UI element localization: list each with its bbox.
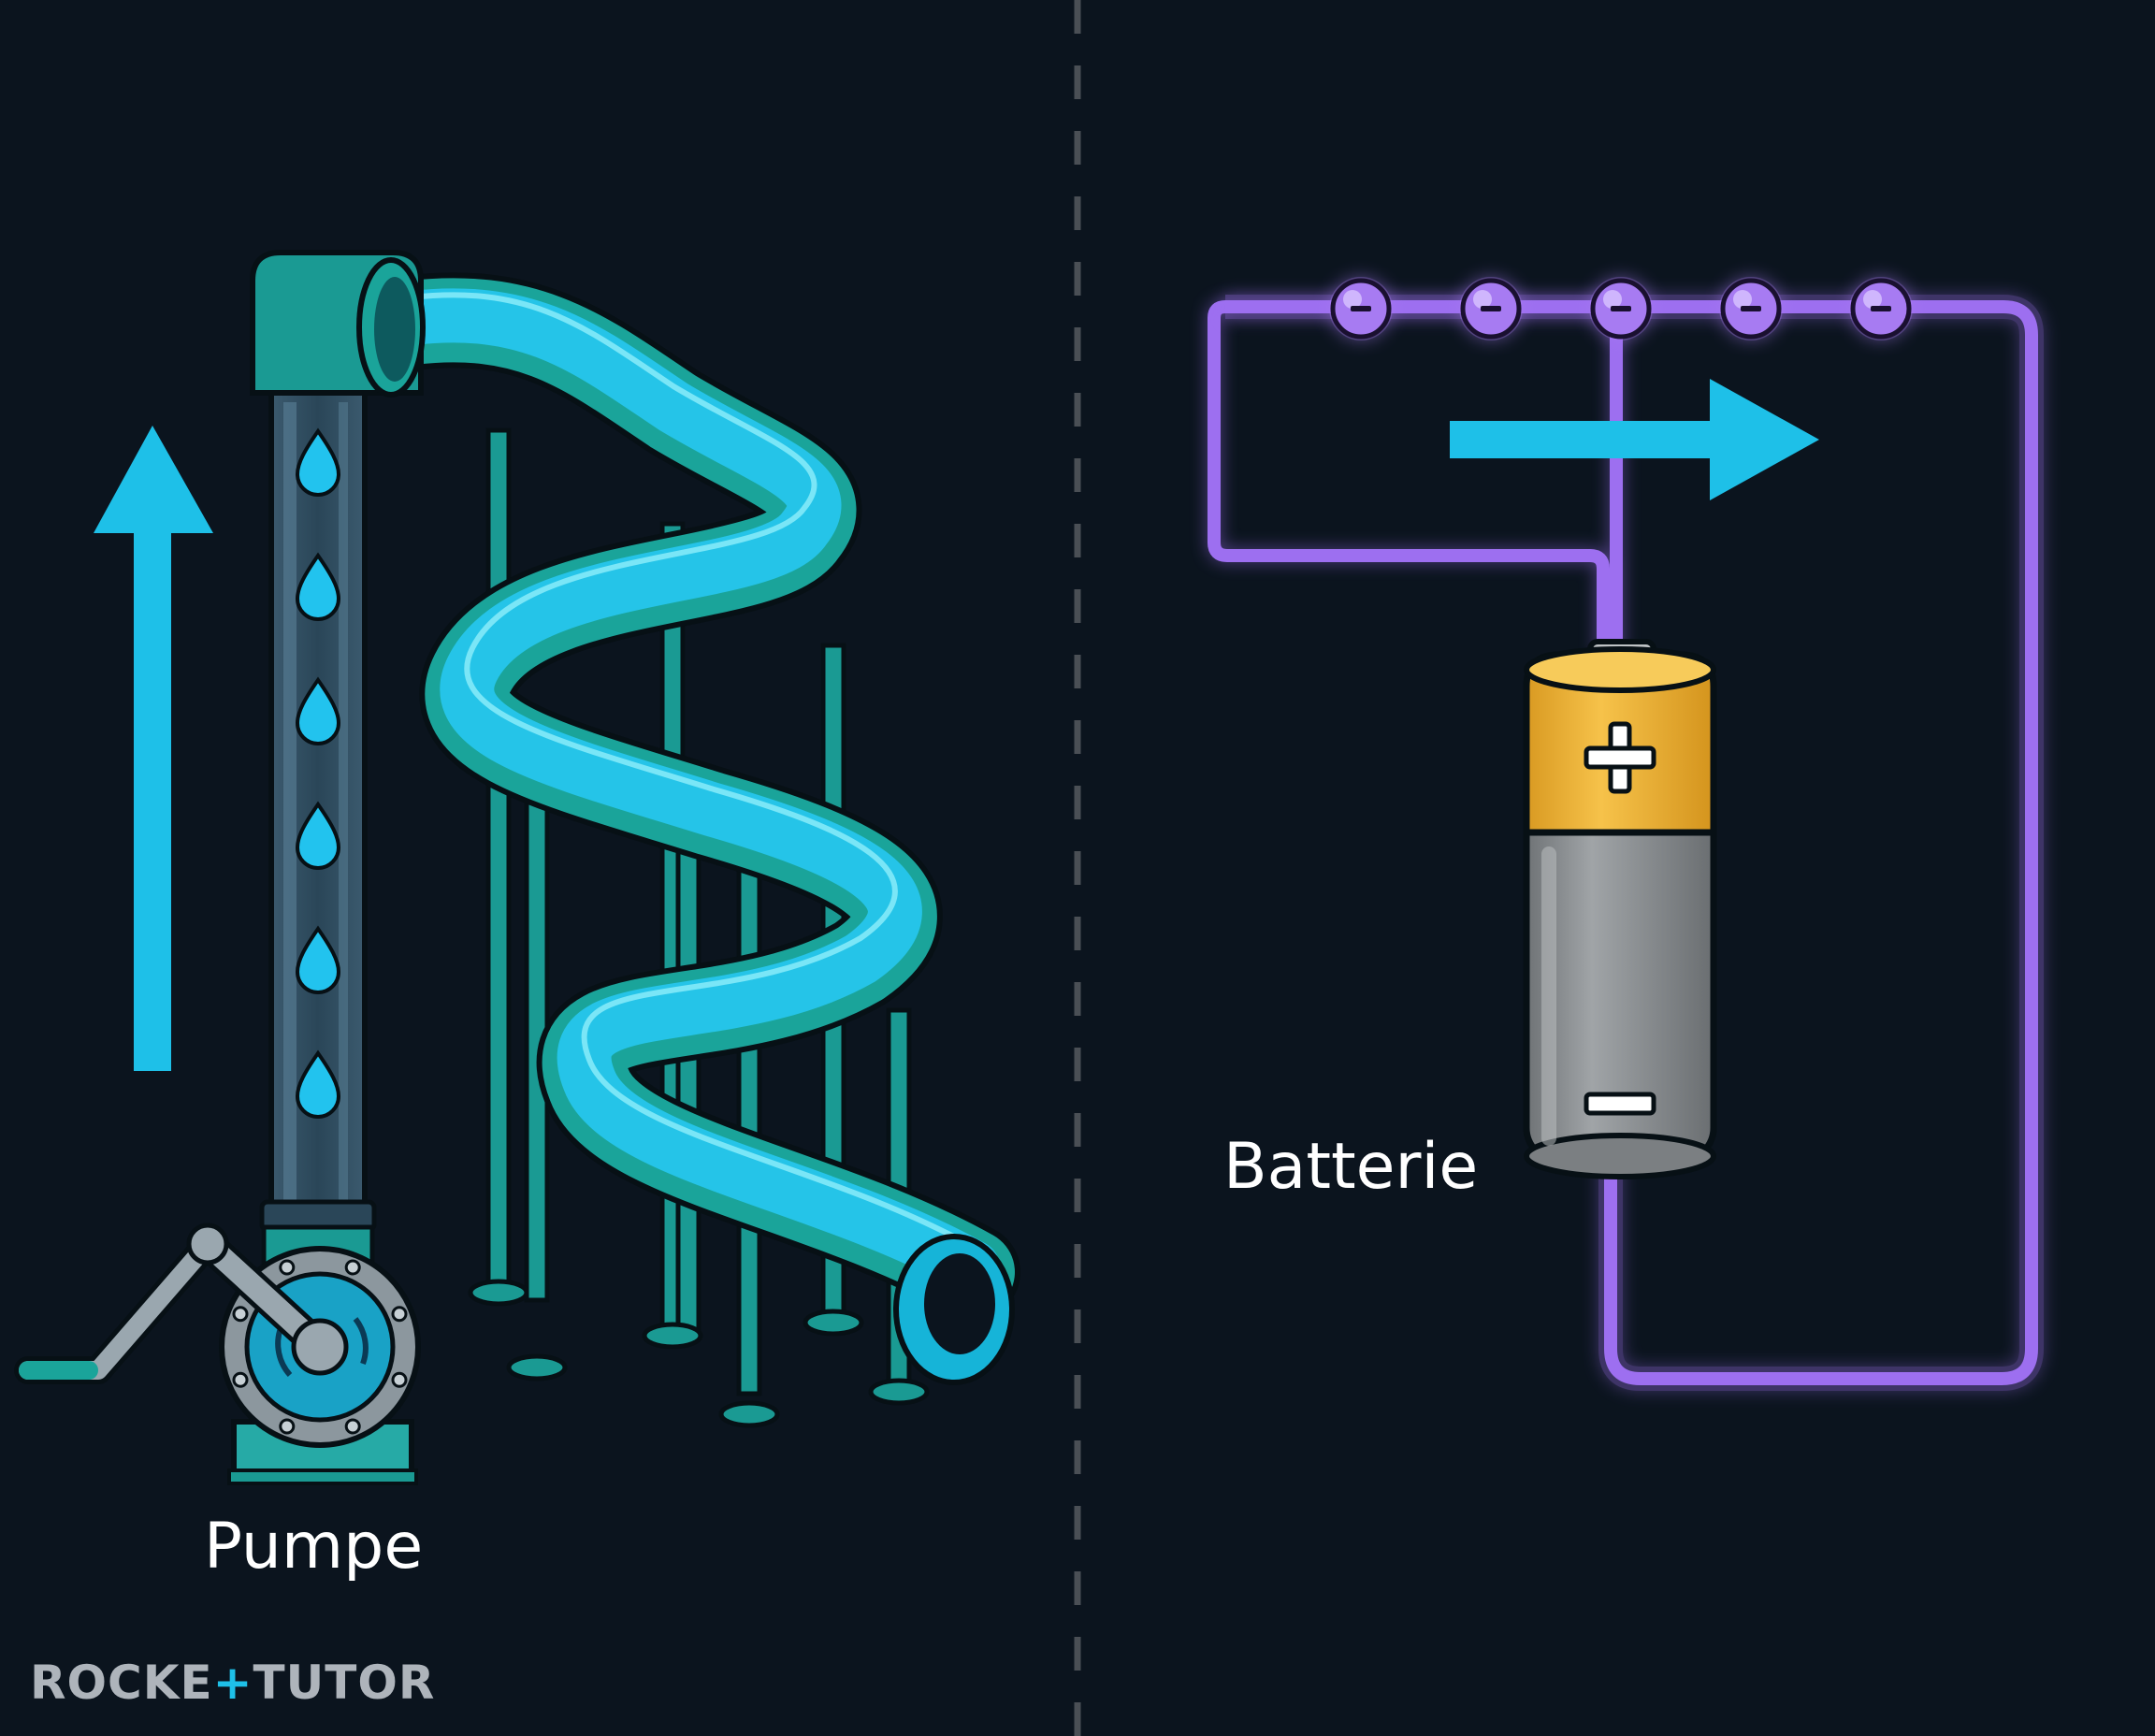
brand-logo: ROCKE+TUTOR — [30, 1656, 435, 1710]
bolt — [344, 1418, 361, 1435]
arrow-up-icon — [94, 426, 213, 1071]
bolt — [232, 1306, 249, 1323]
logo-accent: + — [212, 1656, 253, 1710]
electron-icon — [1459, 277, 1523, 340]
electron-icon — [1589, 277, 1653, 340]
slide-end — [893, 1234, 1015, 1385]
arrow-right-icon — [1450, 379, 1819, 500]
water-slide-icon — [364, 272, 1020, 1320]
bolt — [279, 1259, 296, 1276]
logo-part-2: TUTO — [253, 1656, 398, 1710]
bolt — [391, 1371, 408, 1388]
negative-terminal-icon — [1584, 1092, 1656, 1116]
bolt — [344, 1259, 361, 1276]
electron-icon — [1329, 277, 1393, 340]
bolt — [279, 1418, 296, 1435]
bolt — [391, 1306, 408, 1323]
logo-part-3: R — [398, 1656, 436, 1710]
vertical-pipe — [250, 250, 426, 1267]
battery-icon — [1523, 639, 1717, 1179]
battery-label: Batterie — [1223, 1130, 1479, 1204]
hand-pump-icon — [14, 1222, 421, 1485]
electrons — [1329, 277, 1913, 340]
electron-icon — [1719, 277, 1783, 340]
positive-terminal-icon — [1584, 721, 1656, 794]
electron-icon — [1849, 277, 1913, 340]
bolt — [232, 1371, 249, 1388]
pump-label: Pumpe — [204, 1510, 424, 1584]
logo-part-1: ROCKE — [30, 1656, 213, 1710]
